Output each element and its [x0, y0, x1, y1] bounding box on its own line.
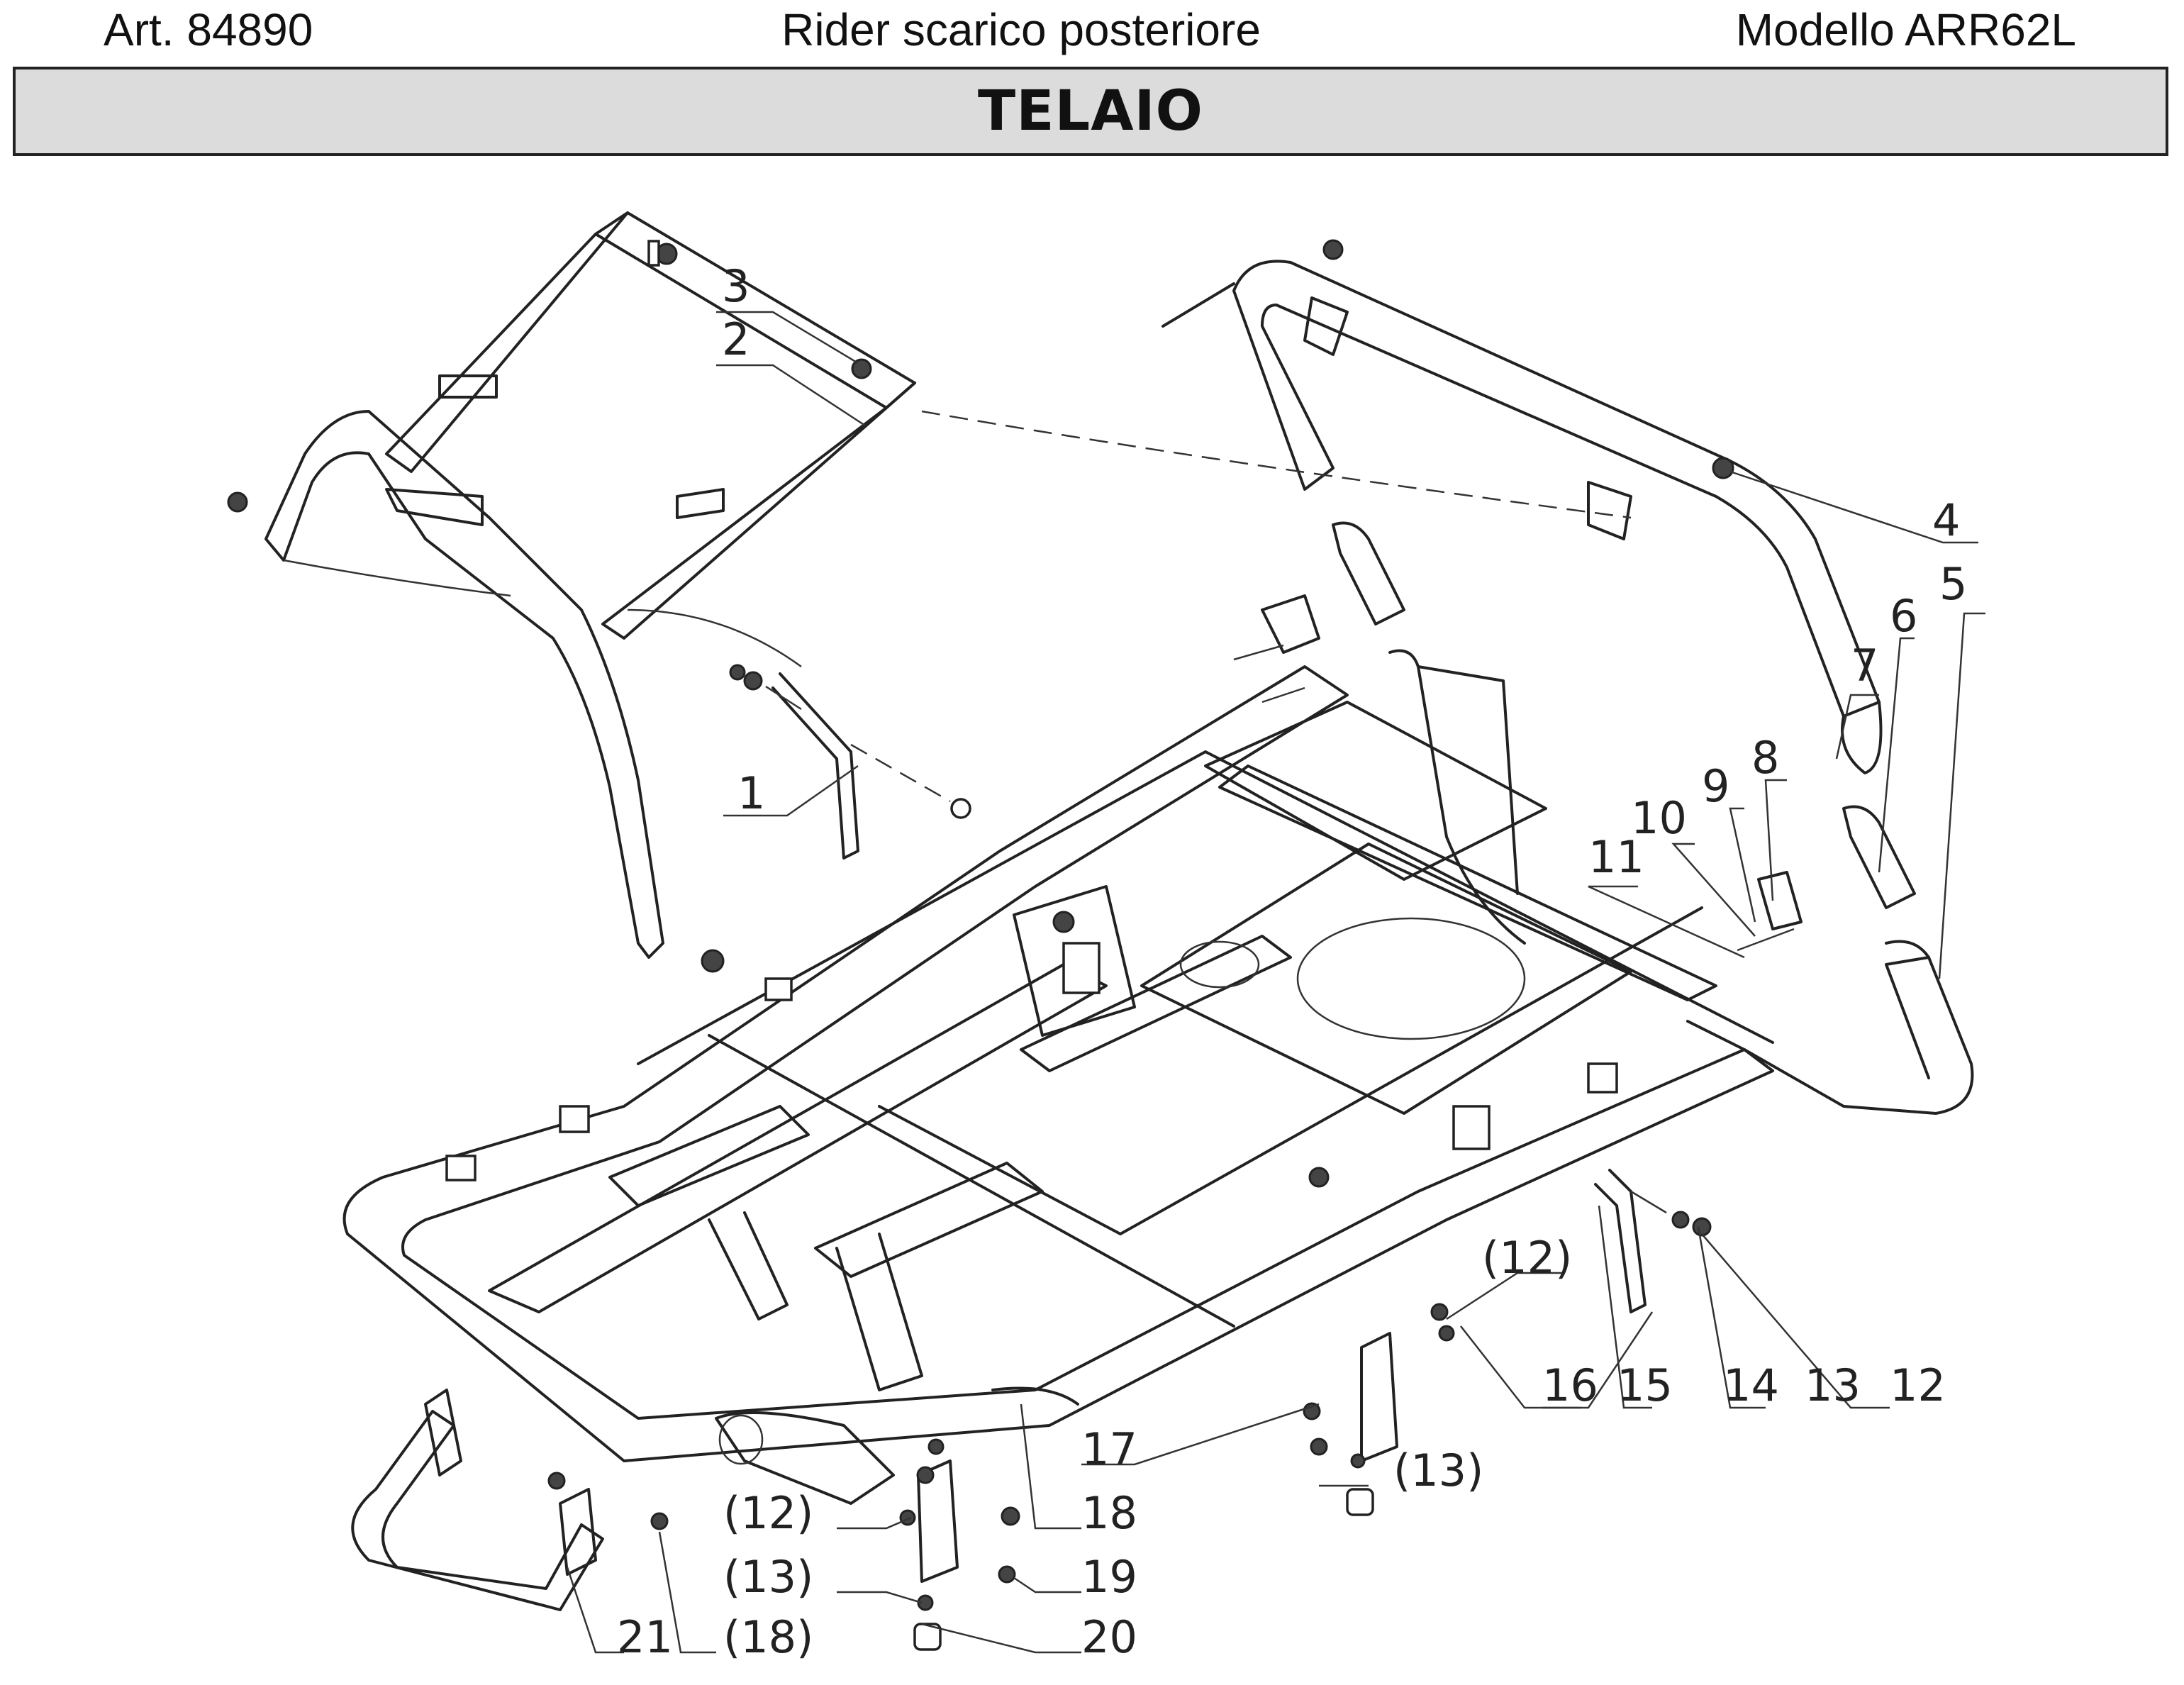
- callout-17: 17: [1081, 1423, 1137, 1475]
- callout-18: 18: [1081, 1487, 1137, 1539]
- section-title: TELAIO: [978, 79, 1203, 143]
- callout-12-ref-b: (12): [723, 1487, 813, 1539]
- nut-icon: [1712, 457, 1734, 479]
- callout-labels: 3 2 4 5 6 7 8 9 10 11 1 (12) 16 15 14 13…: [617, 260, 1967, 1663]
- callout-14: 14: [1723, 1359, 1779, 1411]
- callout-5: 5: [1939, 558, 1967, 610]
- bolt-icon: [1001, 1506, 1020, 1526]
- rops-lower-bar: [921, 410, 1974, 1115]
- hardware: [351, 594, 1803, 1651]
- bolt-icon: [701, 949, 725, 973]
- bolt-icon: [998, 1565, 1016, 1584]
- machine-description: Rider scarico posteriore: [781, 4, 1261, 55]
- callout-13-ref-b: (13): [1393, 1445, 1483, 1496]
- callout-13: 13: [1805, 1359, 1861, 1411]
- leader-lines: [566, 311, 1985, 1654]
- callout-8: 8: [1751, 732, 1779, 784]
- callout-15: 15: [1617, 1359, 1673, 1411]
- article-number: Art. 84890: [104, 4, 313, 55]
- callout-11: 11: [1588, 831, 1644, 883]
- callout-9: 9: [1702, 760, 1729, 812]
- callout-20: 20: [1081, 1611, 1137, 1663]
- callout-21: 21: [617, 1611, 673, 1663]
- callout-19: 19: [1081, 1551, 1137, 1603]
- nut-icon: [1322, 239, 1344, 260]
- exploded-frame-diagram: 3 2 4 5 6 7 8 9 10 11 1 (12) 16 15 14 13…: [227, 211, 1985, 1663]
- callout-12: 12: [1890, 1359, 1946, 1411]
- washer-icon: [743, 671, 763, 691]
- washer-icon: [1692, 1217, 1712, 1237]
- model-number: Modello ARR62L: [1735, 4, 2076, 55]
- callout-3: 3: [722, 260, 750, 312]
- nut-icon: [851, 358, 872, 379]
- rops-upper-bar: [1161, 239, 1883, 774]
- title-bar: TELAIO: [13, 67, 2168, 156]
- roll-bar-bolts: [227, 240, 872, 973]
- callout-13-ref-a: (13): [723, 1551, 813, 1603]
- bolt-icon: [650, 1512, 669, 1530]
- callout-10: 10: [1631, 792, 1687, 844]
- bolt-shank-icon: [647, 240, 660, 267]
- bolt-icon: [227, 491, 248, 513]
- callout-16: 16: [1542, 1359, 1598, 1411]
- callout-1: 1: [737, 767, 765, 819]
- callout-7: 7: [1851, 640, 1878, 691]
- callout-6: 6: [1890, 590, 1917, 642]
- callout-12-ref-a: (12): [1482, 1232, 1572, 1284]
- nut-icon: [1671, 1211, 1690, 1229]
- nut-icon: [729, 664, 746, 681]
- main-chassis: [342, 665, 1774, 1505]
- callout-18-ref: (18): [723, 1611, 813, 1663]
- callout-4: 4: [1932, 494, 1960, 546]
- rear-roll-bar: [264, 211, 916, 959]
- callout-2: 2: [722, 313, 750, 365]
